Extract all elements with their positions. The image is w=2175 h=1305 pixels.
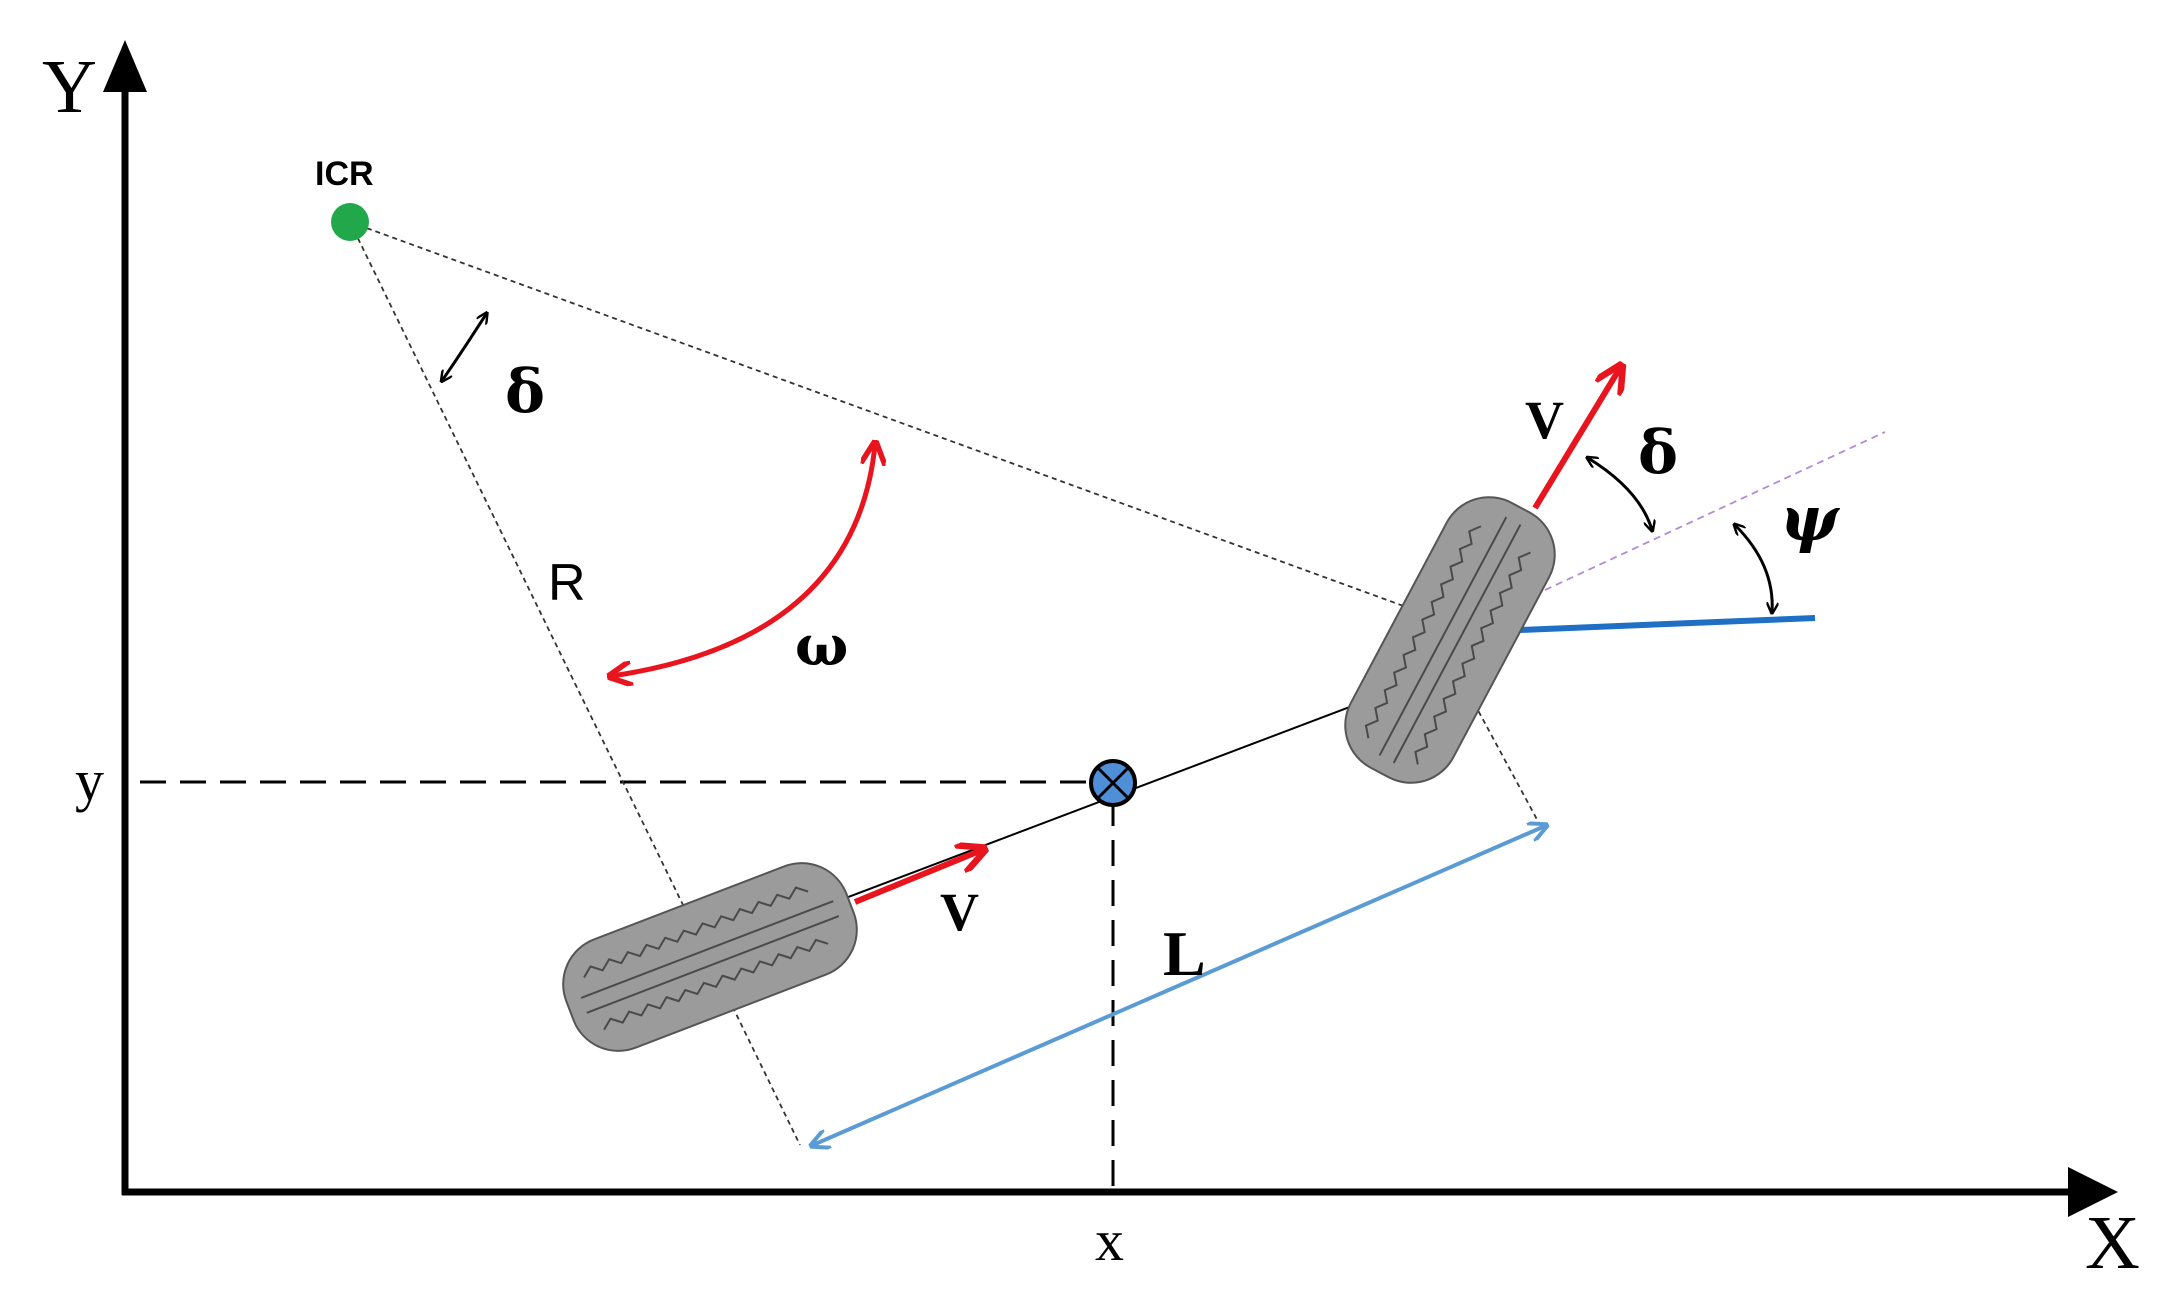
wheelbase-arrow [813,826,1545,1145]
rear-tire [562,862,858,1052]
x-axis-label: X [2085,1201,2140,1285]
x-axis-arrowhead [2068,1167,2118,1217]
front-wheel-perpendicular [1439,639,1541,826]
radius-label: R [548,554,586,612]
axes: Y X [42,40,2140,1285]
delta-angle-arc-front [1588,458,1652,530]
y-axis-label: Y [42,45,97,129]
rear-velocity-arrow [853,850,982,905]
front-tire [1344,496,1556,784]
icr-point [331,203,369,241]
psi-label: ψ [1780,482,1841,555]
icr-group: ICR [315,155,374,241]
wheelbase-label: L [1163,918,1206,989]
omega-arrow [612,445,875,676]
x-coordinate-label: x [1095,1208,1124,1273]
delta-label-icr: δ [505,357,545,427]
icr-to-front-axle-line [349,221,1421,613]
icr-label: ICR [315,155,374,193]
y-axis-arrowhead [103,40,147,92]
heading-extension-line [1544,431,1886,591]
heading-reference-line [1519,615,1816,633]
circled-x-icon [1089,759,1137,807]
front-velocity-arrow [1532,368,1620,510]
delta-angle-arc-icr [440,314,488,381]
psi-angle-arc [1735,525,1772,612]
y-coordinate-label: y [75,748,104,813]
omega-label: ω [795,613,848,679]
delta-label-front: δ [1638,418,1678,488]
front-velocity-label: V [1525,390,1564,450]
rear-velocity-label: V [940,882,979,942]
